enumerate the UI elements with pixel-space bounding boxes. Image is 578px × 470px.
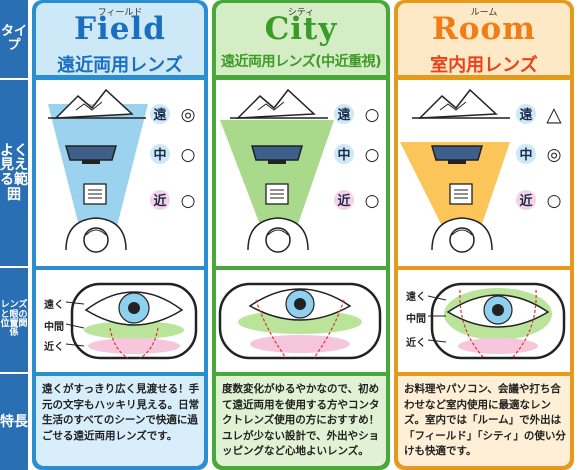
row-label-visible-range: よく見える範囲 [0, 80, 28, 266]
column-city: シティ City 遠近両用レンズ(中近重視) [212, 0, 390, 470]
column-room: ルーム Room 室内用レンズ [394, 0, 574, 470]
rating-near-room: ○ [547, 191, 562, 211]
monitor-illustration [431, 145, 483, 164]
mountain-illustration [48, 88, 146, 119]
lens-eye-diagram-room: 遠く 中間 近く [398, 270, 570, 372]
lens-type-field: 遠近両用レンズ [57, 55, 183, 76]
eye-label-far-room: 遠く [406, 292, 426, 303]
person-illustration [247, 183, 309, 253]
title-city: City [264, 11, 338, 47]
header-room: ルーム Room 室内用レンズ [398, 3, 570, 76]
rating-far-city: ○ [365, 105, 380, 125]
row-label-type: タイプ [0, 0, 28, 78]
rating-mid-city: ○ [365, 145, 380, 165]
eye-label-near-field: 近く [44, 342, 64, 353]
dist-far-room: 遠 [519, 107, 532, 123]
vision-diagram-field: 遠 ◎ 中 ○ 近 ○ [36, 80, 204, 266]
eye-label-mid-room: 中間 [406, 314, 426, 325]
vision-diagram-room: 遠 △ 中 ◎ 近 ○ [398, 80, 570, 266]
features-room: お料理やパソコン、会議や打ち合わせなど室内使用に最適なレンズ。室内では「ルーム」… [398, 376, 570, 466]
eye-label-mid-field: 中間 [44, 322, 64, 333]
eye-label-far-field: 遠く [44, 300, 64, 311]
rating-far-room: △ [546, 102, 562, 126]
kana-city: シティ [287, 8, 315, 18]
dist-mid-city: 中 [337, 147, 350, 163]
features-text-room: お料理やパソコン、会議や打ち合わせなど室内使用に最適なレンズ。室内では「ルーム」… [404, 383, 566, 457]
dist-near-city: 近 [337, 193, 350, 209]
features-city: 度数変化がゆるやかなので、初めて遠近両用を使用する方やコンタクトレンズ使用の方に… [216, 376, 386, 466]
rating-mid-field: ○ [181, 145, 196, 165]
rating-near-city: ○ [365, 191, 380, 211]
monitor-illustration [65, 145, 117, 164]
features-field: 遠くがすっきり広く見渡せる！手元の文字もハッキリ見える。日常生活のすべてのシーン… [36, 376, 204, 466]
rating-far-field: ◎ [181, 105, 196, 125]
mountain-illustration [412, 88, 510, 119]
header-field: フィールド Field 遠近両用レンズ [36, 3, 204, 76]
eye-label-near-room: 近く [406, 338, 426, 349]
monitor-illustration [251, 145, 303, 164]
column-field: フィールド Field 遠近両用レンズ [32, 0, 208, 470]
dist-mid-field: 中 [153, 147, 166, 163]
dist-near-field: 近 [153, 193, 166, 209]
mountain-illustration [230, 88, 328, 119]
features-text-field: 遠くがすっきり広く見渡せる！手元の文字もハッキリ見える。日常生活のすべてのシーン… [42, 383, 200, 442]
person-illustration [65, 183, 127, 253]
dist-far-field: 遠 [153, 107, 166, 123]
header-city: シティ City 遠近両用レンズ(中近重視) [216, 3, 386, 75]
lens-type-room: 室内用レンズ [430, 55, 538, 76]
dist-mid-room: 中 [519, 147, 532, 163]
rating-mid-room: ◎ [547, 145, 562, 165]
lens-eye-diagram-field: 遠く 中間 近く [36, 270, 204, 372]
lens-eye-diagram-city [216, 270, 386, 372]
dist-far-city: 遠 [337, 107, 350, 123]
row-label-features: 特長 [0, 374, 28, 470]
features-text-city: 度数変化がゆるやかなので、初めて遠近両用を使用する方やコンタクトレンズ使用の方に… [222, 383, 380, 457]
person-illustration [431, 183, 493, 253]
title-field: Field [74, 11, 166, 47]
title-room: Room [432, 11, 536, 47]
dist-near-room: 近 [519, 193, 532, 209]
vision-diagram-city: 遠 ○ 中 ○ 近 ○ [216, 80, 386, 266]
rating-near-field: ○ [181, 191, 196, 211]
kana-field: フィールド [97, 8, 143, 18]
kana-room: ルーム [470, 8, 498, 18]
lens-type-city: 遠近両用レンズ(中近重視) [220, 54, 382, 70]
row-label-eye-position: レンズと眼の位置関係 [0, 268, 28, 372]
